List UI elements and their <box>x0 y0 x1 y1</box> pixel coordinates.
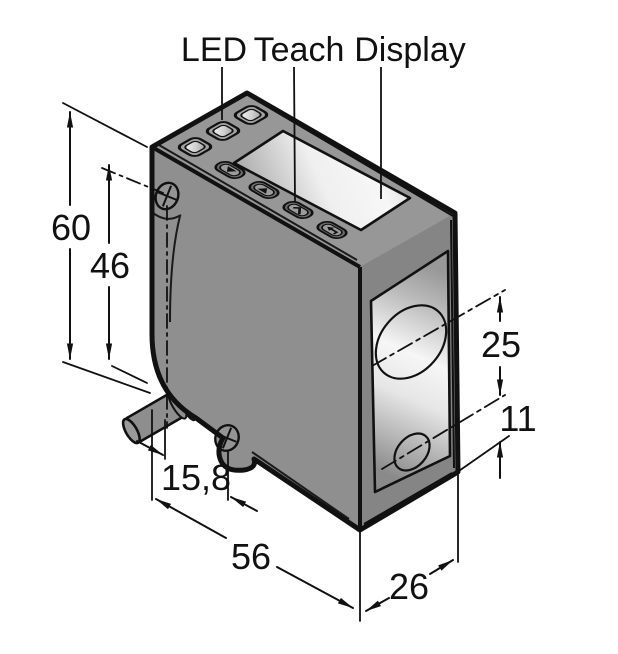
top-bevel-line <box>158 144 358 261</box>
led-dome-button-1 <box>177 137 213 157</box>
led-dome-button-3 <box>233 105 269 125</box>
front-top-edge <box>151 145 361 269</box>
emitter-lens <box>374 304 448 380</box>
return-arrow-icon <box>330 228 339 235</box>
check-icon <box>293 206 302 215</box>
callout-led: LED <box>181 31 247 69</box>
check-teach-button <box>282 201 314 219</box>
sensor-body <box>149 90 461 533</box>
down-triangle-icon <box>226 166 237 172</box>
dim-25-label: 25 <box>481 324 521 365</box>
lens-window <box>369 249 452 494</box>
left-inner-contour <box>169 215 181 323</box>
up-triangle-button <box>248 181 280 199</box>
dim-15-8: 15,8 <box>136 409 258 512</box>
upper-phillips-screw <box>154 181 180 211</box>
dim-60-label: 60 <box>51 207 91 248</box>
dim-60: 60 <box>51 102 151 394</box>
callout-teach: Teach <box>254 31 345 69</box>
display-window <box>232 129 412 232</box>
led-dome-button-2 <box>205 121 241 141</box>
down-triangle-button <box>214 161 246 179</box>
dim-46-label: 46 <box>90 245 130 286</box>
dim-26-label: 26 <box>389 566 429 607</box>
dim-26: 26 <box>365 474 459 612</box>
callout-display: Display <box>354 31 465 69</box>
callouts: LED Teach Display <box>181 31 466 203</box>
return-arrow-button <box>316 221 348 239</box>
dim-56-label: 56 <box>231 536 271 577</box>
dimensions: 60 46 15,8 56 <box>51 102 537 622</box>
dim-15-8-label: 15,8 <box>161 457 231 498</box>
bottom-inner-contour <box>251 451 350 520</box>
dim-25: 25 <box>481 296 521 396</box>
dim-56: 56 <box>155 498 361 622</box>
receiver-lens <box>393 432 431 472</box>
receiver-lens-centerline <box>381 394 506 470</box>
dim-11-label: 11 <box>499 398 536 439</box>
up-triangle-icon <box>257 188 268 194</box>
dim-46: 46 <box>90 164 164 384</box>
teach-leader-line <box>293 66 296 203</box>
dim-11: 11 <box>455 398 537 479</box>
emitter-lens-centerline <box>371 289 506 367</box>
